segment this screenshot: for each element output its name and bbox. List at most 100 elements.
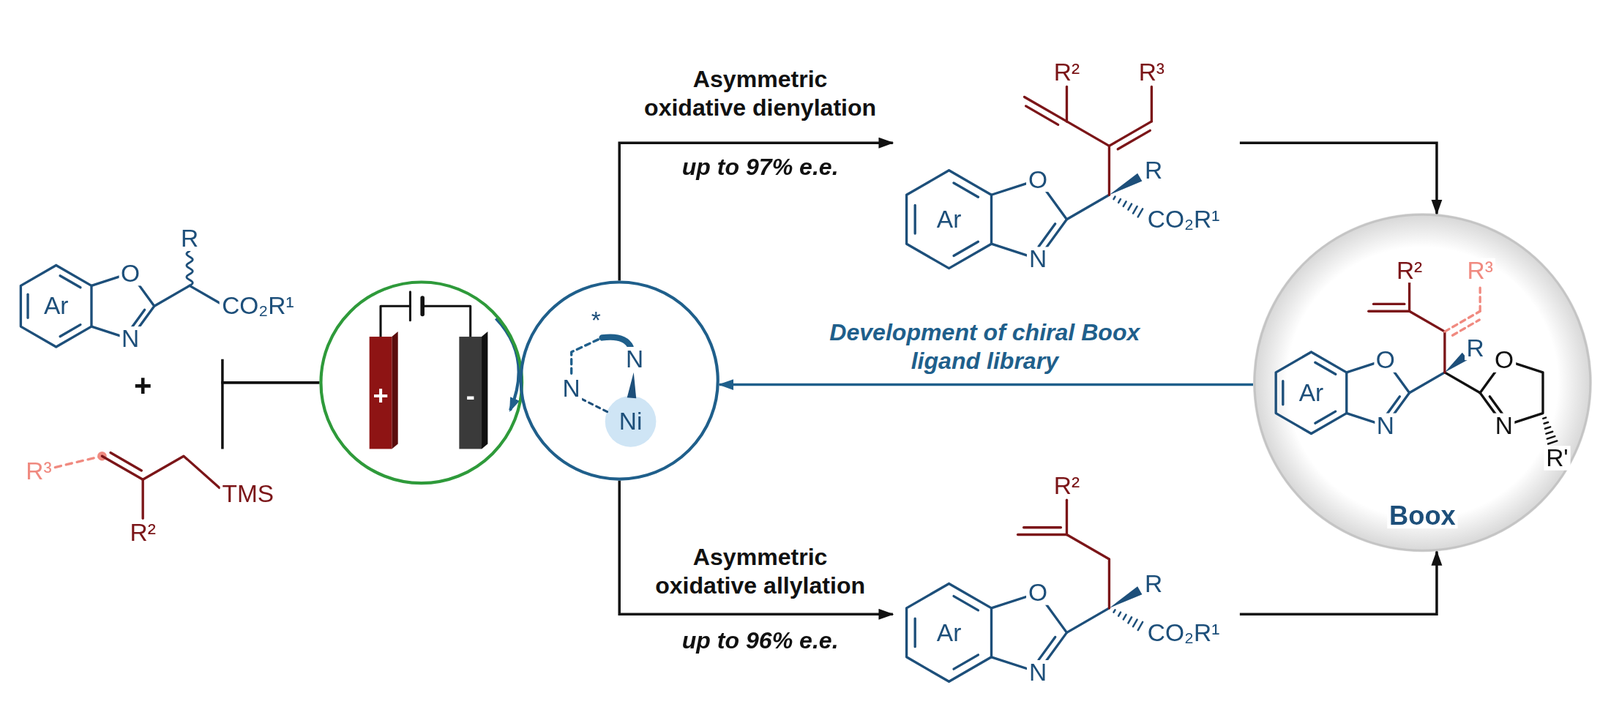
atom-label: TMS bbox=[220, 481, 276, 506]
bond bbox=[1443, 331, 1446, 373]
double-bond bbox=[60, 324, 81, 337]
bond bbox=[141, 479, 145, 519]
hash-bond bbox=[1123, 614, 1127, 620]
circle-border bbox=[521, 281, 719, 479]
atom-label: N bbox=[1374, 413, 1397, 438]
hash-bond bbox=[1113, 609, 1116, 612]
bond bbox=[1368, 310, 1410, 313]
atom-label: O bbox=[1373, 347, 1398, 372]
hash-bond bbox=[1548, 440, 1557, 444]
reaction-arrow bbox=[1239, 551, 1437, 615]
arrow-label: Asymmetric oxidative allylation bbox=[641, 543, 879, 600]
benzene-ring bbox=[20, 264, 92, 347]
atom-label: R³ bbox=[24, 458, 55, 484]
hash-bond bbox=[1542, 417, 1546, 419]
atom-label: O bbox=[1492, 347, 1516, 372]
atom-label: Ar bbox=[41, 294, 71, 319]
wavy-bond bbox=[186, 251, 193, 286]
hash-bond bbox=[1547, 436, 1556, 440]
bond bbox=[1409, 311, 1445, 332]
nickel-disc bbox=[605, 395, 657, 448]
bond bbox=[1066, 121, 1109, 146]
double-bond bbox=[953, 655, 978, 669]
atom-label: R³ bbox=[1136, 60, 1167, 85]
atom-label: R' bbox=[1543, 445, 1570, 470]
atom-label: N bbox=[1026, 246, 1049, 271]
atom-label: R bbox=[1142, 158, 1165, 183]
double-bond bbox=[1117, 130, 1150, 149]
bond bbox=[1408, 282, 1411, 312]
bond bbox=[1108, 145, 1111, 195]
boox-ligand-circle: R²R³OROArNNR'Boox bbox=[1253, 212, 1592, 552]
atom-label: N bbox=[623, 346, 646, 372]
cathode-side bbox=[481, 331, 488, 449]
atom-label: Ar bbox=[1296, 380, 1326, 405]
hash-bond bbox=[1127, 617, 1132, 623]
atom-label: * bbox=[589, 308, 604, 333]
hash-bond bbox=[1545, 426, 1551, 429]
benzene-ring bbox=[906, 583, 992, 682]
wire bbox=[422, 305, 471, 337]
atom-label: R³ bbox=[1465, 258, 1496, 283]
hash-bond bbox=[1133, 619, 1138, 628]
hash-bond bbox=[1138, 208, 1143, 217]
nickel-catalyst-circle: * N N Ni bbox=[519, 280, 720, 481]
reaction-arrow bbox=[719, 383, 1254, 386]
atom-label: N bbox=[1493, 413, 1516, 438]
hash-bond bbox=[1138, 622, 1143, 631]
bond bbox=[1444, 372, 1480, 394]
allylation-product: R²ORCO₂R¹ArN bbox=[892, 464, 1240, 720]
hash-bond bbox=[1118, 199, 1121, 203]
double-bond bbox=[953, 596, 978, 611]
hash-bond bbox=[1118, 612, 1121, 617]
double-bond bbox=[914, 204, 917, 234]
atom-label: N bbox=[1026, 660, 1049, 685]
atom-label: R bbox=[1142, 571, 1165, 596]
double-bond bbox=[1386, 396, 1401, 416]
atom-label: N bbox=[560, 376, 583, 401]
atom-label: O bbox=[1026, 167, 1050, 192]
battery-plate bbox=[409, 292, 412, 321]
bond bbox=[1150, 87, 1153, 122]
double-bond bbox=[914, 618, 917, 648]
plus-sign: + bbox=[133, 370, 152, 402]
circle-border bbox=[1254, 214, 1591, 551]
bond bbox=[1066, 608, 1109, 633]
anode-side bbox=[391, 331, 398, 449]
bond bbox=[1066, 194, 1109, 219]
electrochemistry-circle: +- bbox=[319, 280, 524, 485]
double-bond bbox=[1373, 303, 1404, 306]
double-bond bbox=[1315, 362, 1336, 375]
atom-label: R bbox=[178, 226, 201, 251]
wire bbox=[380, 305, 410, 337]
bond bbox=[1065, 87, 1068, 122]
double-bond bbox=[953, 241, 978, 256]
reaction-arrow bbox=[619, 142, 893, 281]
wedge-bond bbox=[627, 372, 637, 399]
bond bbox=[154, 285, 190, 306]
hash-bond bbox=[1133, 206, 1138, 214]
boox-disc bbox=[1253, 212, 1592, 552]
double-bond bbox=[1023, 526, 1062, 529]
ee-note: up to 96% e.e. bbox=[682, 626, 839, 655]
wedge-bond bbox=[1108, 173, 1142, 196]
benzene-ring bbox=[1275, 352, 1347, 435]
double-bond bbox=[1026, 106, 1059, 125]
double-bond bbox=[1038, 223, 1056, 247]
reaction-arrow bbox=[619, 480, 893, 615]
circle-outline bbox=[319, 280, 524, 485]
circle-outline bbox=[519, 280, 720, 481]
atom-label: CO₂R¹ bbox=[1145, 620, 1222, 645]
double-bond bbox=[60, 275, 81, 288]
bond bbox=[142, 455, 220, 488]
reaction-arrow bbox=[222, 359, 320, 383]
bond bbox=[1065, 499, 1068, 535]
atom-label: R² bbox=[1051, 60, 1082, 85]
atom-label: Ni bbox=[617, 409, 645, 434]
hash-bond bbox=[1127, 204, 1132, 211]
ligand-backbone bbox=[571, 337, 603, 374]
bond bbox=[1066, 535, 1109, 609]
atom-label: R bbox=[1464, 335, 1487, 361]
coordination-bond bbox=[581, 398, 611, 414]
atom-label: R² bbox=[128, 520, 159, 545]
